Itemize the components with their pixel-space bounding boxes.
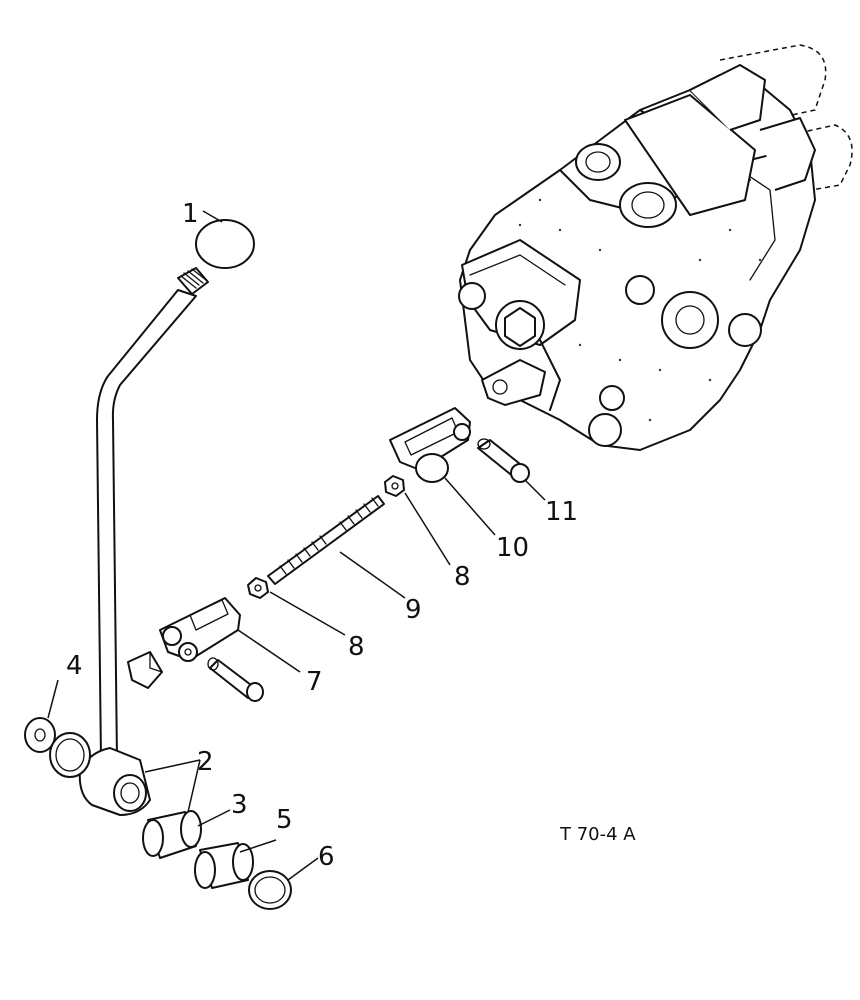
nut-part-8-lower	[247, 577, 269, 599]
callout-8-upper: 8	[454, 562, 471, 592]
callout-1: 1	[182, 199, 199, 229]
callout-11: 11	[545, 497, 578, 527]
o-ring-part-6	[248, 870, 292, 910]
clevis-part-7	[159, 597, 241, 662]
control-lever	[78, 267, 209, 816]
threaded-rod-part-9	[267, 495, 385, 585]
clevis-part-10	[389, 407, 471, 483]
callout-labels: 1 2 3 4 5 6 7 8 8 9 10 11	[66, 199, 578, 872]
callout-7: 7	[306, 667, 323, 697]
callout-10: 10	[496, 533, 529, 563]
leader-lines	[47, 210, 546, 881]
callout-4: 4	[66, 651, 83, 681]
control-valve-body	[458, 44, 853, 451]
callout-8-lower: 8	[348, 632, 365, 662]
callout-6: 6	[318, 842, 335, 872]
washer-part-4	[24, 717, 56, 753]
clevis-pin-part-7	[207, 657, 264, 702]
callout-3: 3	[231, 790, 248, 820]
clevis-pin-part-11	[477, 438, 530, 483]
knob-part-1	[195, 219, 255, 269]
bushing-part-3	[142, 810, 202, 859]
o-ring-lever	[49, 732, 91, 778]
figure-reference-code: T 70-4 A	[559, 824, 636, 845]
callout-2: 2	[197, 747, 214, 777]
nut-part-8-upper	[384, 475, 405, 497]
lever-bracket	[127, 651, 163, 689]
callout-5: 5	[276, 805, 293, 835]
bushing-part-5	[194, 842, 254, 889]
callout-9: 9	[405, 595, 422, 625]
